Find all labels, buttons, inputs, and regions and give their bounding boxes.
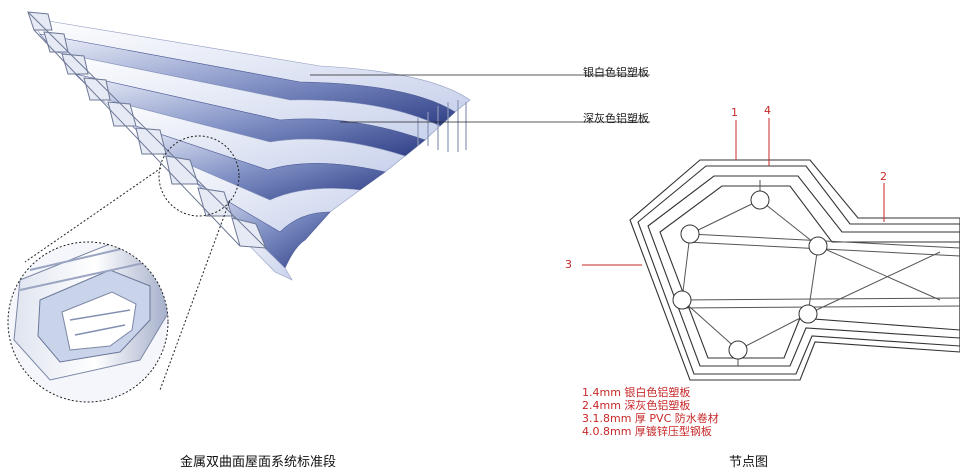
legend-item: 3.1.8mm 厚 PVC 防水卷材 [582,412,719,425]
marker-3: 3 [565,258,572,271]
callout-silver-panel: 银白色铝塑板 [583,66,649,79]
detail-highlight-circle [158,135,240,217]
legend-item: 4.0.8mm 厚镀锌压型钢板 [582,425,712,438]
magnifier-line [24,167,162,263]
material-legend: 1.4mm 银白色铝塑板 2.4mm 深灰色铝塑板 3.1.8mm 厚 PVC … [582,386,719,438]
legend-item: 2.4mm 深灰色铝塑板 [582,399,691,412]
marker-2: 2 [880,170,887,183]
marker-leaders [582,118,885,266]
structural-frame [27,11,267,249]
callout-dark-gray-panel: 深灰色铝塑板 [583,112,649,125]
marker-4: 4 [764,104,771,117]
magnified-detail [8,242,168,402]
left-caption: 金属双曲面屋面系统标准段 [180,455,337,470]
structural-nodes [672,190,828,360]
magnified-detail-outline [7,241,169,403]
marker-1: 1 [731,106,738,119]
arch-ribs [417,100,467,152]
legend-item: 1.4mm 银白色铝塑板 [582,386,691,399]
magnifier-line [159,199,231,391]
right-caption: 节点图 [729,455,769,470]
